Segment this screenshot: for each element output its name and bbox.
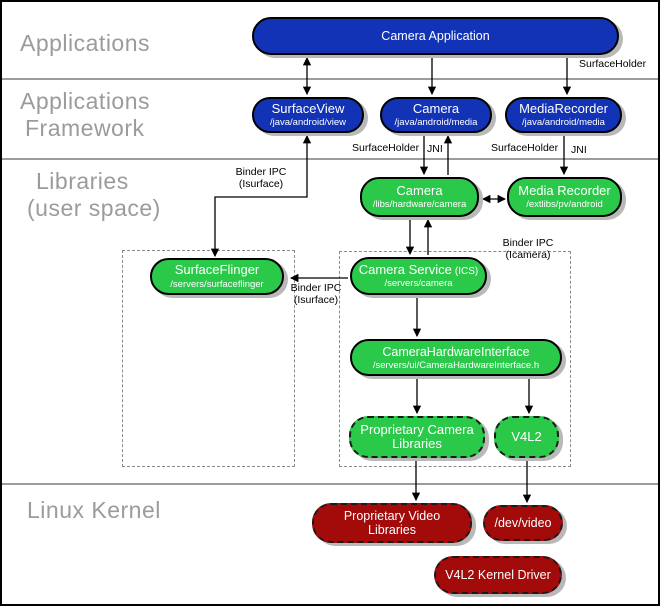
node-dev-video: /dev/video: [483, 505, 563, 541]
layer-label-text: Libraries: [36, 168, 129, 194]
node-camera-service: Camera Service (ICS) /servers/camera: [350, 257, 487, 295]
node-camera-hardware-interface: CameraHardwareInterface /servers/ui/Came…: [350, 339, 562, 376]
layer-label-libraries: Libraries (user space): [27, 168, 161, 222]
node-proprietary-camera-libraries: Proprietary Camera Libraries: [349, 416, 485, 458]
label-line: (Icamera): [505, 249, 551, 261]
node-surfaceview: SurfaceView /java/android/view: [252, 97, 364, 133]
node-title: Camera Service: [358, 261, 452, 277]
label-line: (Isurface): [293, 294, 339, 306]
label-line: Binder IPC: [502, 237, 554, 249]
cameraservice-process-boundary: [339, 251, 571, 467]
node-title: /dev/video: [494, 516, 552, 530]
node-camera-framework: Camera /java/android/media: [380, 97, 492, 133]
node-title: Media Recorder: [518, 182, 611, 198]
layer-divider-framework: [2, 158, 658, 160]
node-v4l2-kernel-driver: V4L2 Kernel Driver: [434, 556, 562, 594]
label-binder-ipc-isurface-cameraservice: Binder IPC (Isurface): [286, 282, 346, 306]
layer-label-framework: Applications Framework: [20, 88, 150, 142]
node-media-recorder-lib: Media Recorder /extlibs/pv/android: [507, 177, 622, 217]
node-camera-lib: Camera /libs/hardware/camera: [360, 177, 479, 217]
layer-label-text: Applications: [20, 30, 151, 56]
label-jni-mediarecorder: JNI: [571, 144, 587, 156]
label-jni-camera: JNI: [427, 143, 443, 155]
label-surfaceholder-top: SurfaceHolder: [579, 58, 647, 70]
label-binder-ipc-icamera: Binder IPC (Icamera): [496, 237, 560, 261]
node-title: SurfaceView: [271, 100, 345, 116]
layer-label-text: Linux Kernel: [27, 497, 161, 523]
node-subtitle: /servers/camera: [384, 278, 453, 290]
node-title: Proprietary Video Libraries: [343, 509, 441, 537]
layer-label-text: Applications: [20, 88, 151, 114]
node-title: Proprietary Camera Libraries: [360, 421, 474, 451]
layer-divider-applications: [2, 78, 658, 80]
node-subtitle: /servers/ui/CameraHardwareInterface.h: [372, 359, 540, 371]
node-title: CameraHardwareInterface: [382, 344, 530, 359]
node-mediarecorder-framework: MediaRecorder /java/android/media: [505, 97, 622, 133]
node-subtitle: /extlibs/pv/android: [526, 199, 603, 211]
node-subtitle: /java/android/view: [269, 117, 347, 129]
label-surfaceholder-camera: SurfaceHolder: [352, 142, 420, 154]
node-subtitle: /java/android/media: [394, 117, 478, 129]
node-title: Camera: [396, 182, 443, 198]
label-binder-ipc-isurface-surfaceview: Binder IPC (Isurface): [224, 166, 298, 190]
node-title-suffix: (ICS): [454, 265, 479, 277]
node-subtitle: /servers/surfaceflinger: [170, 278, 264, 290]
layer-label-linux-kernel: Linux Kernel: [27, 497, 161, 524]
layer-label-text: (user space): [27, 195, 161, 221]
node-proprietary-video-libraries: Proprietary Video Libraries: [312, 503, 472, 543]
node-title: SurfaceFlinger: [174, 262, 260, 278]
node-title: MediaRecorder: [519, 100, 608, 116]
node-surfaceflinger: SurfaceFlinger /servers/surfaceflinger: [150, 258, 284, 295]
surfaceflinger-process-boundary: [122, 250, 295, 467]
label-line: Binder IPC: [290, 282, 342, 294]
label-line: (Isurface): [238, 178, 284, 190]
layer-divider-kernel: [2, 483, 658, 485]
node-title: Camera Application: [381, 29, 490, 43]
node-subtitle: /libs/hardware/camera: [372, 199, 467, 211]
node-title: V4L2 Kernel Driver: [445, 568, 551, 582]
node-v4l2: V4L2: [494, 416, 559, 458]
layer-label-applications: Applications: [20, 30, 150, 57]
node-camera-application: Camera Application: [252, 17, 619, 55]
label-surfaceholder-mediarecorder: SurfaceHolder: [491, 142, 559, 154]
node-title: V4L2: [511, 428, 542, 444]
node-subtitle: /java/android/media: [522, 117, 605, 129]
node-title: Camera: [412, 100, 460, 116]
label-line: Binder IPC: [235, 166, 287, 178]
layer-label-text: Framework: [25, 115, 145, 141]
